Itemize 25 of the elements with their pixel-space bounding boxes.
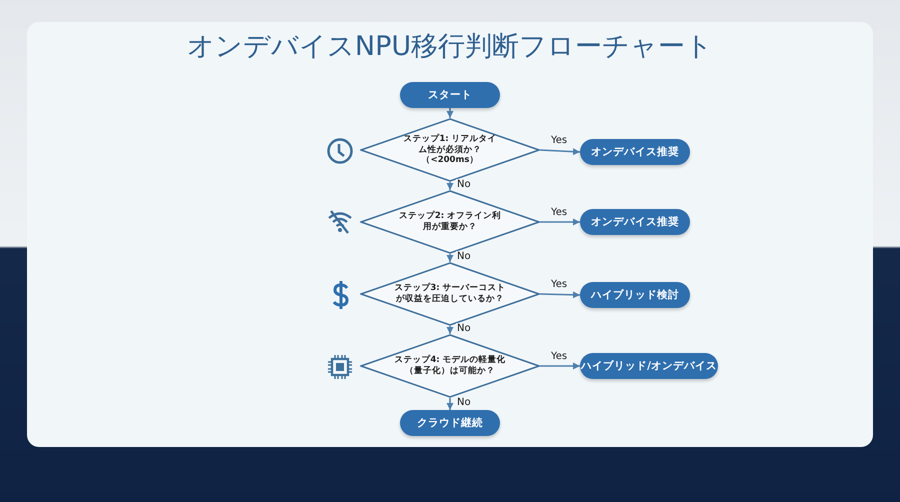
arrow xyxy=(446,254,454,262)
edge-label: Yes xyxy=(550,207,568,218)
arrow xyxy=(446,398,454,410)
edge-label: Yes xyxy=(550,135,568,146)
arrow xyxy=(540,148,580,156)
start-terminal: スタート xyxy=(400,82,500,108)
arrow xyxy=(446,182,454,190)
edge-label: No xyxy=(456,179,472,190)
arrow xyxy=(446,108,454,118)
result-box: オンデバイス推奨 xyxy=(580,139,690,165)
arrow xyxy=(540,218,580,226)
title: オンデバイスNPU移行判断フローチャート xyxy=(186,30,714,64)
edge-label: Yes xyxy=(550,279,568,290)
result-box: ハイブリッド/オンデバイス xyxy=(580,353,718,379)
arrow xyxy=(540,362,580,370)
edge-label: No xyxy=(456,251,472,262)
arrow xyxy=(540,291,580,298)
decision-diamond: ステップ4: モデルの軽量化（量子化）は可能か？ xyxy=(360,334,540,398)
result-box: クラウド継続 xyxy=(400,410,500,436)
edge-label: Yes xyxy=(550,351,568,362)
edge-label: No xyxy=(456,397,472,408)
result-box: オンデバイス推奨 xyxy=(580,209,690,235)
result-box: ハイブリッド検討 xyxy=(580,282,690,308)
edge-label: No xyxy=(456,323,472,334)
arrow xyxy=(446,326,454,334)
